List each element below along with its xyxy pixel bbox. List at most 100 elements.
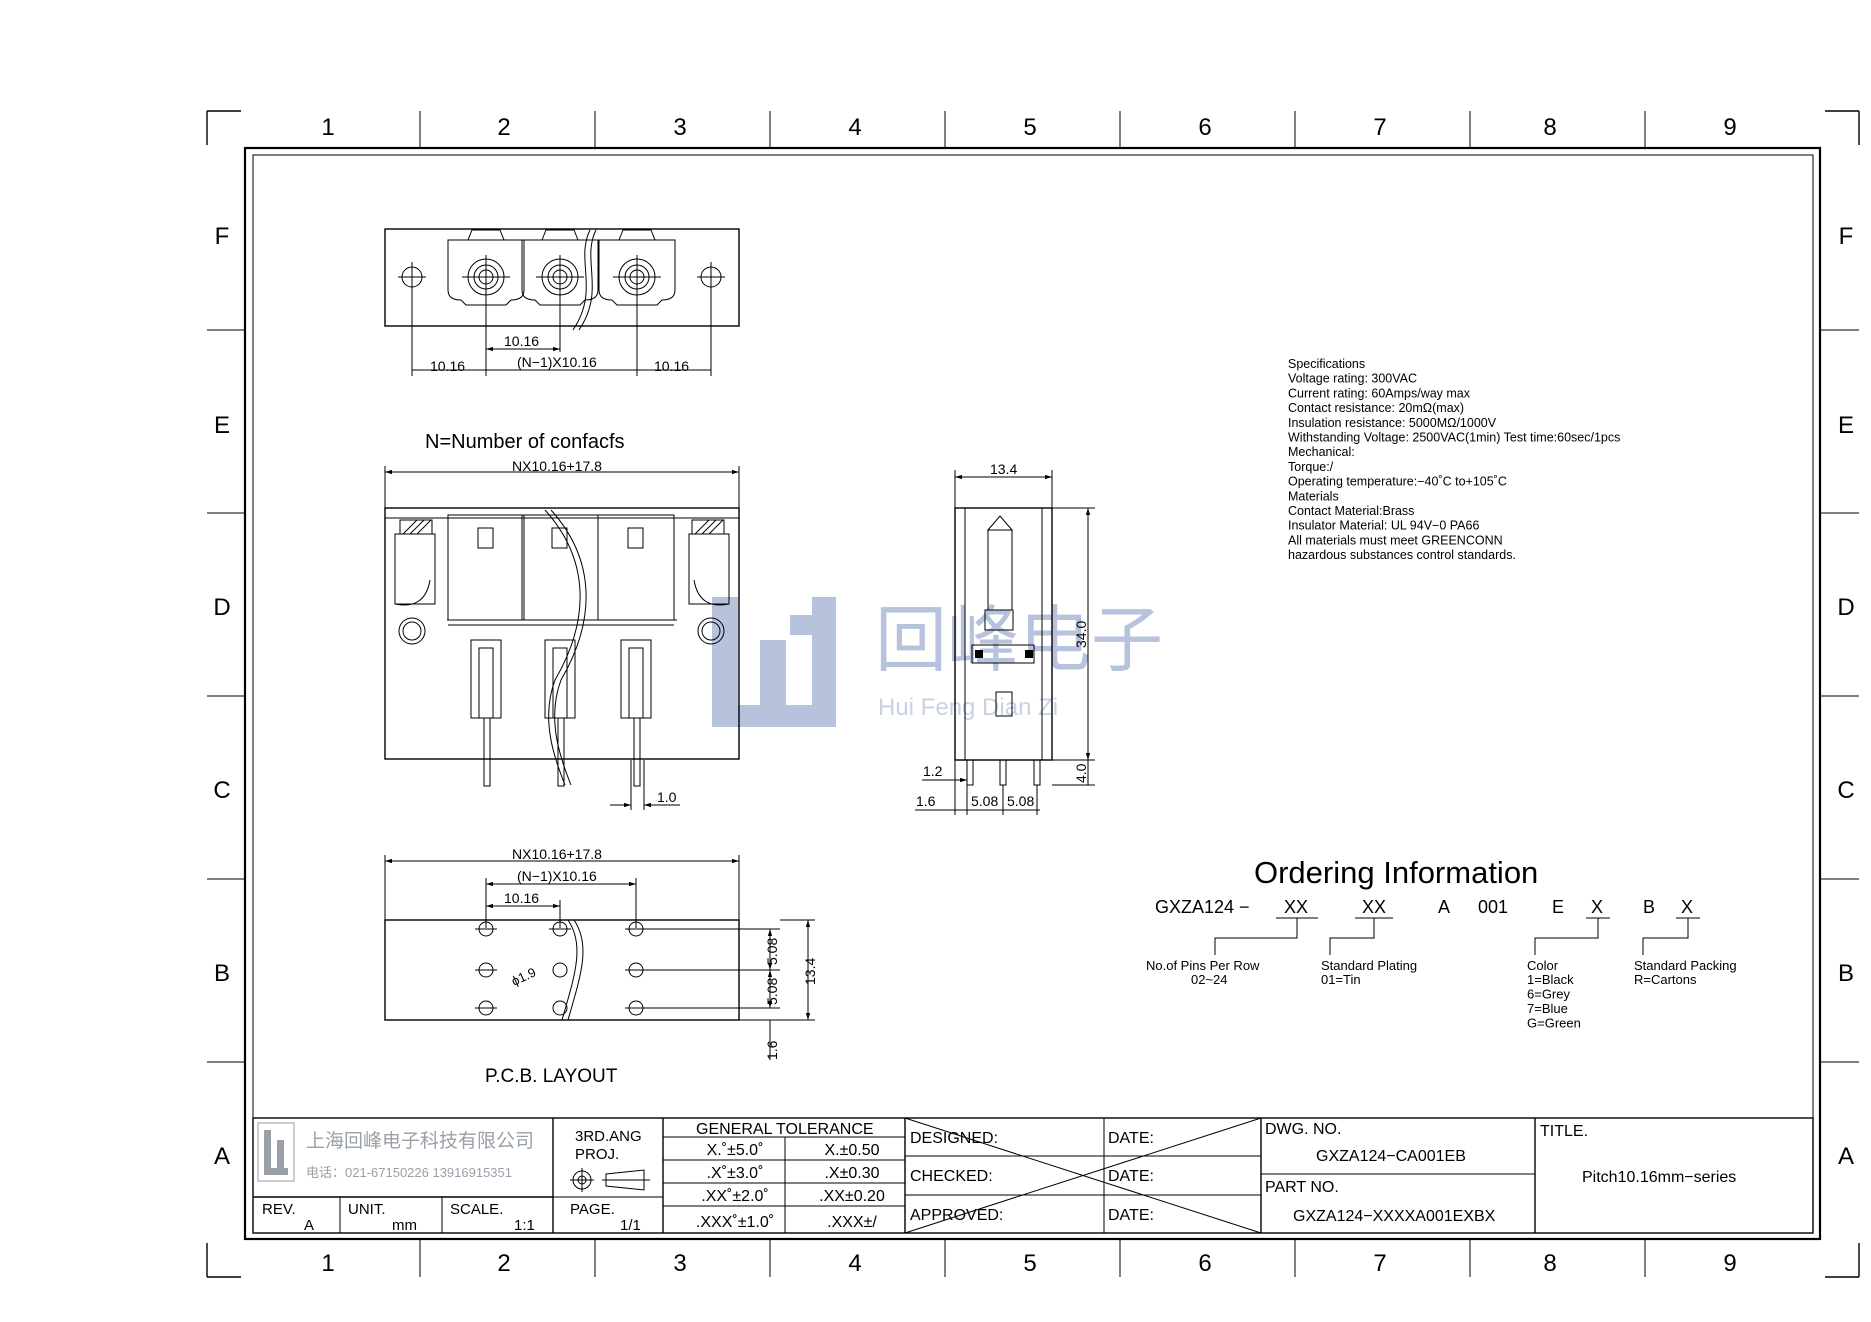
code-a: A (1438, 897, 1450, 917)
front-view-body (384, 507, 740, 760)
spec-line: Withstanding Voltage: 2500VAC(1min) Test… (1288, 431, 1620, 445)
packing-value: R=Cartons (1634, 972, 1697, 987)
column-label-top: 5 (1023, 114, 1036, 141)
pcb-hole (475, 921, 497, 937)
color-value: 6=Grey (1527, 987, 1570, 1002)
pcb-hole (549, 921, 571, 937)
pins-value: 02~24 (1191, 972, 1228, 987)
date-label-2: DATE: (1108, 1168, 1154, 1185)
tolerance-linear: .XX±0.20 (819, 1188, 885, 1205)
column-label-bottom: 9 (1723, 1250, 1736, 1277)
dim-top-left: 10.16 (430, 358, 465, 374)
top-view: 10.16 10.16 (N−1)X10.16 10.16 (384, 228, 740, 376)
scale-value: 1:1 (514, 1217, 535, 1234)
front-view: NX10.16+17.8 1.0 (384, 458, 740, 810)
color-value: 7=Blue (1527, 1001, 1568, 1016)
color-value: G=Green (1527, 1016, 1581, 1031)
dim-pcb-depth: 13.4 (802, 958, 818, 985)
date-label-3: DATE: (1108, 1207, 1154, 1224)
spec-line: hazardous substances control standards. (1288, 548, 1516, 562)
watermark-logo (712, 597, 836, 727)
dwg-label: DWG. NO. (1265, 1121, 1341, 1138)
page-value: 1/1 (620, 1217, 641, 1234)
company-name: 上海回峰电子科技有限公司 (306, 1130, 534, 1152)
dim-side-depth: 13.4 (990, 461, 1017, 477)
tolerance-linear: .X±0.30 (824, 1165, 879, 1182)
ordering-information: Ordering Information GXZA124 − XX XX A 0… (1146, 855, 1737, 1031)
tolerance-angle: .X˚±3.0˚ (707, 1165, 764, 1182)
tolerance-linear: .XXX±/ (827, 1214, 877, 1231)
dim-side-pin-len: 4.0 (1073, 763, 1089, 783)
tolerance-angle: .XX˚±2.0˚ (701, 1188, 768, 1205)
dim-top-right: 10.16 (654, 358, 689, 374)
column-label-top: 7 (1373, 114, 1386, 141)
outer-border (243, 146, 1822, 1241)
checked-label: CHECKED: (910, 1168, 993, 1185)
spec-line: Materials (1288, 489, 1339, 503)
part-label: PART NO. (1265, 1179, 1339, 1196)
dim-pcb-offset: 1.6 (764, 1040, 780, 1060)
projection-line1: 3RD.ANG (575, 1128, 642, 1145)
code-prefix: GXZA124 − (1155, 897, 1250, 917)
dim-pcb-hole: ϕ1.9 (509, 964, 538, 988)
dim-pcb-mid: (N−1)X10.16 (517, 868, 597, 884)
column-label-bottom: 8 (1543, 1250, 1556, 1277)
page-label: PAGE. (570, 1201, 615, 1218)
column-label-bottom: 7 (1373, 1250, 1386, 1277)
zone-ticks (207, 111, 1859, 1277)
dim-side-p1: 5.08 (971, 793, 998, 809)
dim-top-mid: (N−1)X10.16 (517, 354, 597, 370)
code-e: E (1552, 897, 1564, 917)
spec-line: Contact resistance: 20mΩ(max) (1288, 401, 1464, 415)
column-label-bottom: 1 (321, 1250, 334, 1277)
tolerance-angle: X.˚±5.0˚ (707, 1142, 764, 1159)
pcb-hole (552, 1000, 568, 1016)
front-contact-cell (447, 514, 525, 787)
title-label: TITLE. (1540, 1123, 1588, 1140)
plating-label: Standard Plating (1321, 958, 1417, 973)
row-label-left: E (214, 412, 230, 439)
spec-line: Voltage rating: 300VAC (1288, 372, 1417, 386)
dim-side-offset: 1.6 (916, 793, 936, 809)
watermark-cn: 回峰电子 (875, 601, 1163, 681)
row-label-left: D (213, 594, 230, 621)
row-label-left: B (214, 960, 230, 987)
spec-line: Specifications (1288, 357, 1365, 371)
pcb-layout-view: NX10.16+17.8 (N−1)X10.16 10.16 ϕ1.9 5.08… (384, 846, 818, 1087)
unit-label: UNIT. (348, 1201, 386, 1218)
rev-value: A (304, 1217, 314, 1234)
pcb-holes (475, 921, 647, 1016)
unit-value: mm (392, 1217, 417, 1234)
row-label-right: C (1837, 777, 1854, 804)
dim-top-pitch: 10.16 (504, 333, 539, 349)
spec-line: Insulation resistance: 5000MΩ/1000V (1288, 416, 1497, 430)
dim-pcb-width: NX10.16+17.8 (512, 846, 602, 862)
color-value: 1=Black (1527, 972, 1574, 987)
rev-label: REV. (262, 1201, 296, 1218)
side-pins (966, 759, 1041, 786)
dim-side-p2: 5.08 (1007, 793, 1034, 809)
watermark: 回峰电子 Hui Feng Dian Zi (712, 597, 1163, 727)
spec-line: Insulator Material: UL 94V−0 PA66 (1288, 519, 1479, 533)
column-label-bottom: 3 (673, 1250, 686, 1277)
company-phone: 电话：021-67150226 13916915351 (306, 1165, 512, 1180)
pcb-layout-label: P.C.B. LAYOUT (485, 1066, 618, 1087)
spec-line: Current rating: 60Amps/way max (1288, 386, 1471, 400)
dim-pcb-r2: 5.08 (764, 978, 780, 1005)
column-label-top: 4 (848, 114, 861, 141)
tolerance-table: X.˚±5.0˚ X.±0.50 .X˚±3.0˚ .X±0.30 .XX˚±2.0˚.… (696, 1142, 885, 1231)
plating-value: 01=Tin (1321, 972, 1361, 987)
pcb-hole (475, 962, 497, 978)
spec-line: All materials must meet GREENCONN (1288, 533, 1503, 547)
projection-line2: PROJ. (575, 1146, 619, 1163)
mount-hole-right (697, 262, 725, 292)
spec-line: Torque:/ (1288, 460, 1334, 474)
code-b: B (1643, 897, 1655, 917)
row-label-right: B (1838, 960, 1854, 987)
projection-symbol-icon (570, 1168, 650, 1192)
dim-side-height: 34.0 (1073, 621, 1089, 648)
top-contact-cell (521, 229, 599, 306)
watermark-pinyin: Hui Feng Dian Zi (878, 694, 1058, 721)
tolerance-linear: X.±0.50 (824, 1142, 879, 1159)
